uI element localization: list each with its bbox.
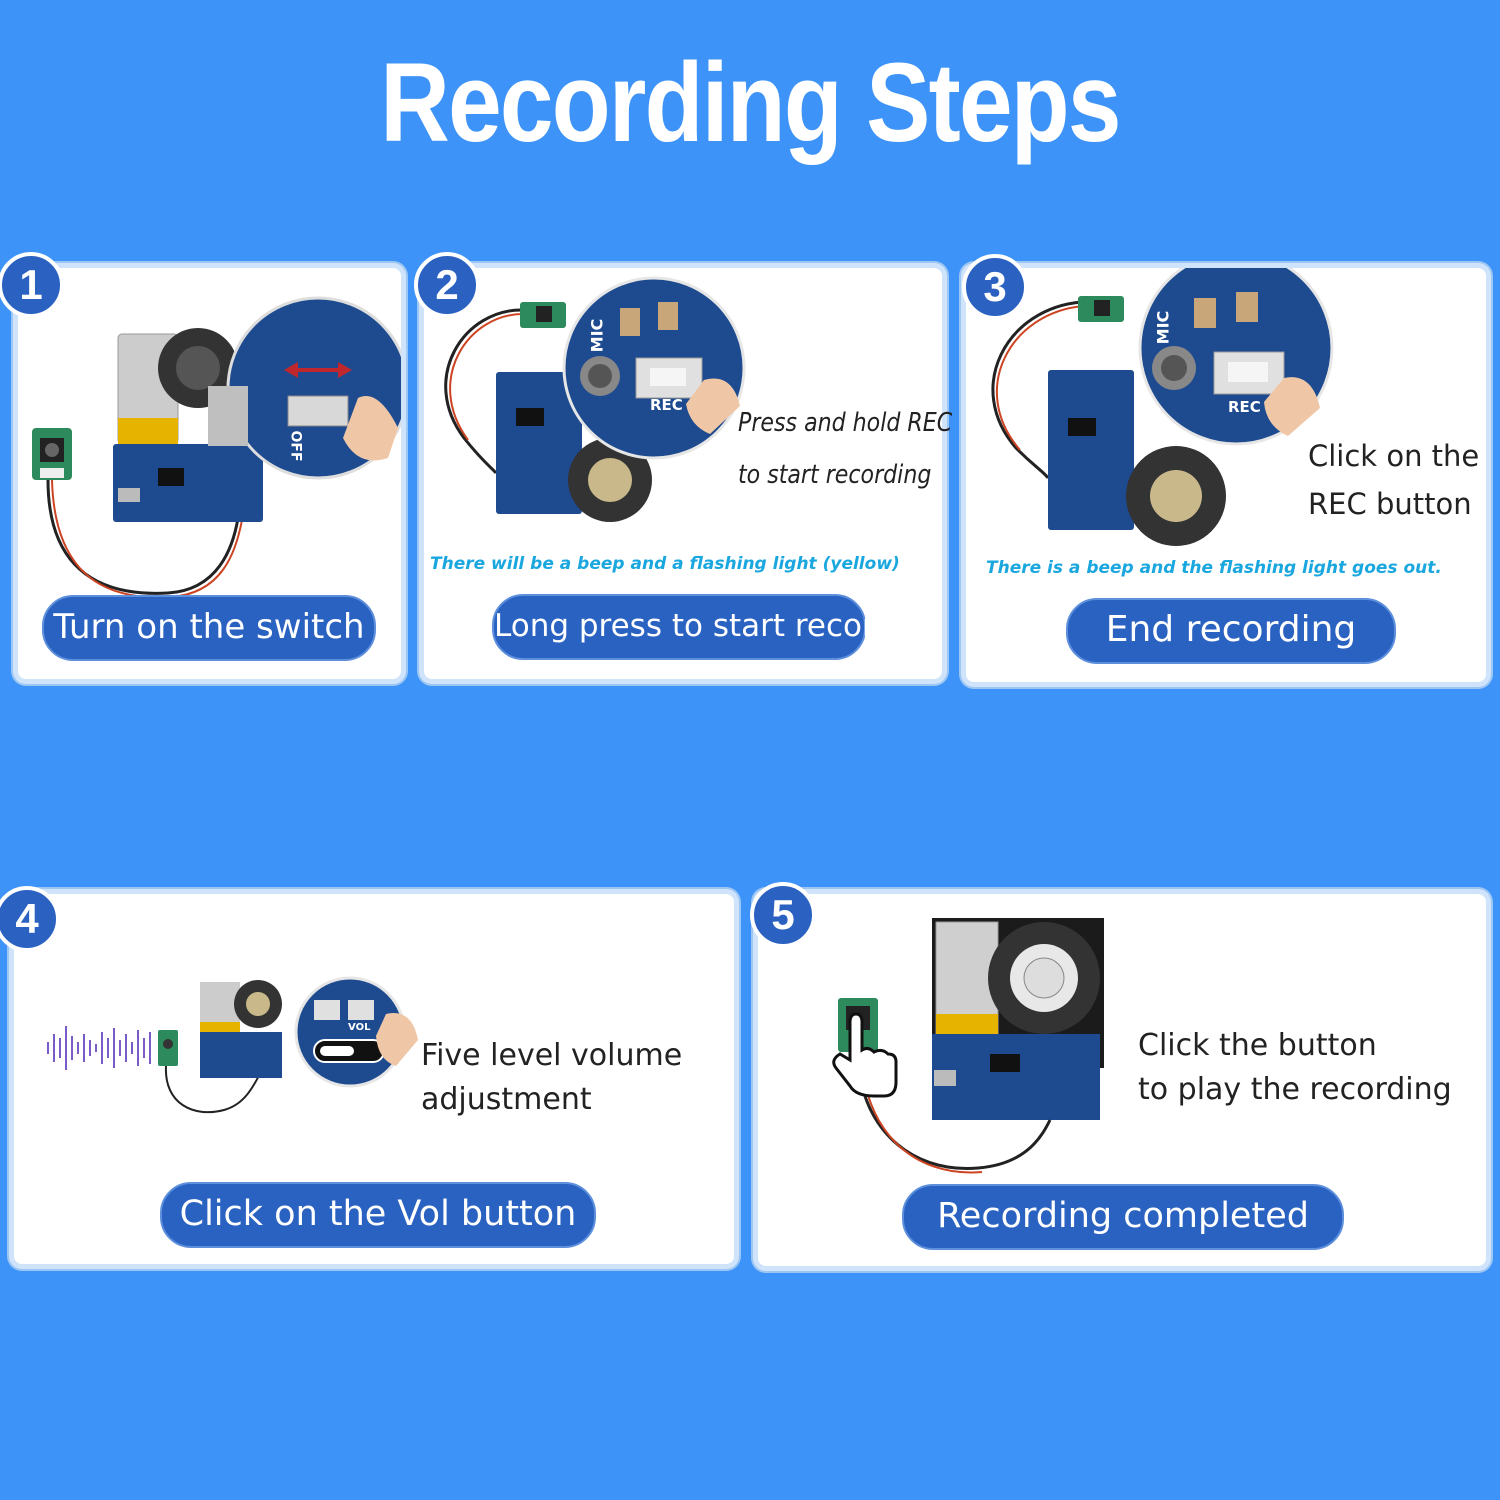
step-1-number: 1	[0, 252, 64, 318]
step-5-board-illustration	[832, 918, 1104, 1174]
recording-completed-label: Recording completed	[902, 1184, 1344, 1250]
vol-button-label: Click on the Vol button	[160, 1182, 596, 1248]
step-2-board-illustration	[444, 276, 746, 522]
step-2-note: There will be a beep and a flashing ligh…	[430, 554, 900, 574]
vol-label: VOL	[348, 1022, 371, 1033]
step-2-number: 2	[414, 252, 480, 318]
rec-label: REC	[650, 396, 683, 414]
step-3-board-illustration	[991, 268, 1334, 546]
step-1-card: OFF Turn on the switch	[18, 268, 401, 679]
step-3-note: There is a beep and the flashing light g…	[986, 558, 1442, 578]
step-5-card: Click the button to play the recording R…	[758, 894, 1486, 1266]
step-4-board-illustration	[47, 976, 418, 1114]
step-4-card: VOL Five level volume adjustment Click o…	[14, 894, 734, 1264]
step-5-number: 5	[750, 882, 816, 948]
step-1-board-illustration	[32, 296, 401, 599]
page-title: Recording Steps	[380, 40, 1121, 165]
end-recording-label: End recording	[1066, 598, 1396, 664]
off-label: OFF	[287, 430, 304, 462]
long-press-label: Long press to start recording	[492, 594, 942, 660]
mic-label: MIC	[1153, 310, 1173, 345]
step-4-caption: Five level volume adjustment	[421, 1038, 683, 1117]
step-2-card: MIC REC Press and hold REC to start reco…	[424, 268, 952, 679]
rec-label: REC	[1228, 398, 1261, 416]
step-3-caption: Click on the REC button	[1308, 439, 1480, 521]
step-3-card: MIC REC Click on the REC button There is…	[966, 268, 1486, 682]
step-3-number: 3	[962, 254, 1028, 320]
turn-on-switch-label: Turn on the switch	[42, 595, 376, 661]
step-4-number: 4	[0, 886, 60, 952]
step-2-caption: Press and hold REC to start recording	[738, 408, 953, 490]
mic-label: MIC	[587, 318, 607, 353]
step-5-caption: Click the button to play the recording	[1138, 1028, 1452, 1107]
